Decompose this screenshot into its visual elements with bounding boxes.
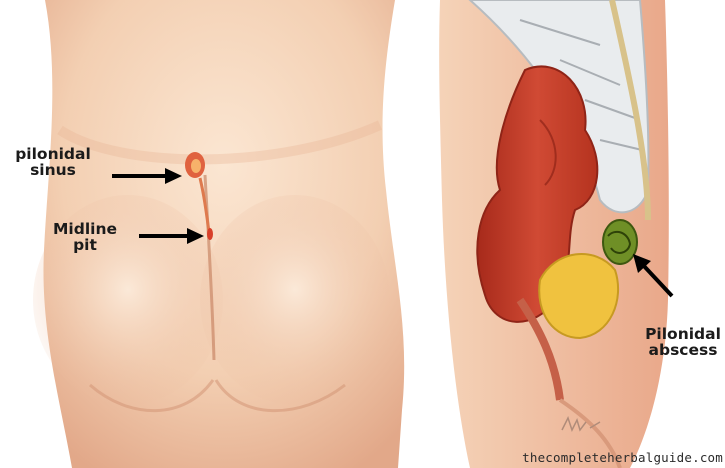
label-midline-pit-line1: Midline bbox=[40, 221, 130, 237]
label-pilonidal-sinus-line1: pilonidal bbox=[8, 146, 98, 162]
midline-pit-lesion bbox=[207, 228, 213, 240]
label-pilonidal-sinus: pilonidal sinus bbox=[8, 146, 98, 178]
fat-pad bbox=[539, 254, 618, 338]
label-midline-pit: Midline pit bbox=[40, 221, 130, 253]
label-pilonidal-abscess-line1: Pilonidal bbox=[642, 326, 724, 342]
abscess-lesion bbox=[603, 220, 637, 264]
source-watermark: thecompleteherbalguide.com bbox=[522, 450, 723, 465]
label-midline-pit-line2: pit bbox=[40, 237, 130, 253]
label-pilonidal-sinus-line2: sinus bbox=[8, 162, 98, 178]
right-buttock-highlight bbox=[200, 195, 390, 405]
label-pilonidal-abscess-line2: abscess bbox=[642, 342, 724, 358]
sagittal-section bbox=[439, 0, 672, 468]
sinus-lesion bbox=[185, 152, 205, 178]
label-pilonidal-abscess: Pilonidal abscess bbox=[642, 326, 724, 358]
